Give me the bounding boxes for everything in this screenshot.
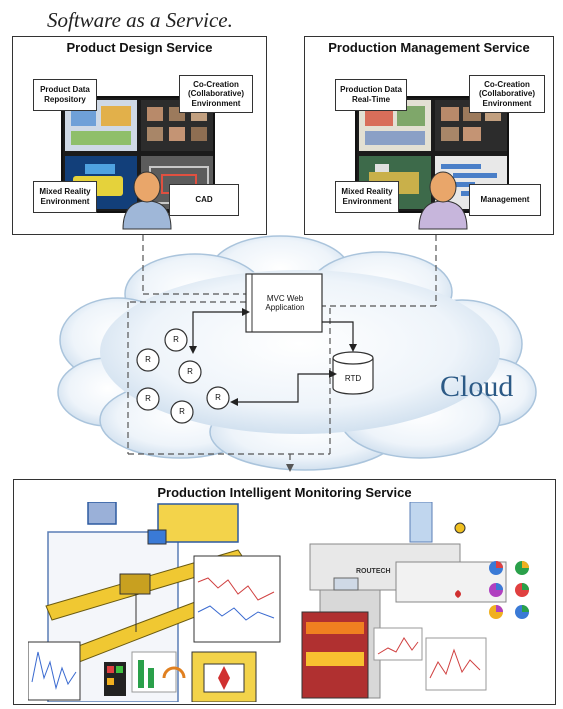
- page-heading: Software as a Service.: [47, 8, 233, 32]
- design-mixed-reality-label: Mixed Reality Environment: [33, 181, 97, 213]
- management-screen-realtime: [359, 100, 431, 151]
- down-arrow-head: [286, 464, 294, 472]
- product-design-panel: Product Design Service Product Data Repo…: [12, 36, 267, 235]
- management-cocreation-label: Co-Creation (Collaborative) Environment: [469, 75, 545, 113]
- production-management-panel: Production Management Service Production…: [304, 36, 554, 235]
- solid-connectors: [192, 311, 354, 403]
- kpi-pie-charts: [489, 561, 529, 619]
- r-node-label-3: R: [187, 367, 193, 376]
- designer-user-icon: [122, 171, 172, 230]
- crane-monitoring-illustration: [28, 502, 281, 702]
- design-monitor-wall: [61, 96, 215, 213]
- rtd-database-icon: [332, 351, 374, 395]
- design-screen-video: [141, 100, 213, 151]
- r-node-label-6: R: [179, 407, 185, 416]
- router-monitoring-illustration: [301, 502, 529, 699]
- manager-user-icon: [418, 171, 468, 230]
- cloud-diagram: [57, 235, 537, 472]
- product-design-title: Product Design Service: [66, 40, 213, 55]
- router-brand-label: ROUTECH: [356, 568, 391, 575]
- r-nodes: [136, 328, 230, 424]
- mvc-web-application-label: MVC Web Application: [265, 294, 305, 312]
- monitoring-title: Production Intelligent Monitoring Servic…: [157, 485, 412, 500]
- management-label: Management: [469, 184, 541, 216]
- r-node-label-1: R: [173, 335, 179, 344]
- r-node-label-2: R: [145, 355, 151, 364]
- management-mixed-reality-label: Mixed Reality Environment: [335, 181, 399, 213]
- monitoring-panel: Production Intelligent Monitoring Servic…: [13, 479, 556, 705]
- production-data-realtime-label: Production Data Real-Time: [335, 79, 407, 111]
- dashed-connectors: [127, 235, 437, 468]
- cad-label: CAD: [169, 184, 239, 216]
- design-cocreation-label: Co-Creation (Collaborative) Environment: [179, 75, 253, 113]
- rtd-label: RTD: [344, 374, 362, 383]
- cloud-label: Cloud: [440, 370, 514, 403]
- product-data-repository-label: Product Data Repository: [33, 79, 97, 111]
- r-node-label-4: R: [145, 394, 151, 403]
- cloud-shape: [57, 235, 537, 471]
- production-management-title: Production Management Service: [328, 40, 530, 55]
- r-node-label-5: R: [215, 393, 221, 402]
- mvc-web-application-box: [245, 273, 323, 333]
